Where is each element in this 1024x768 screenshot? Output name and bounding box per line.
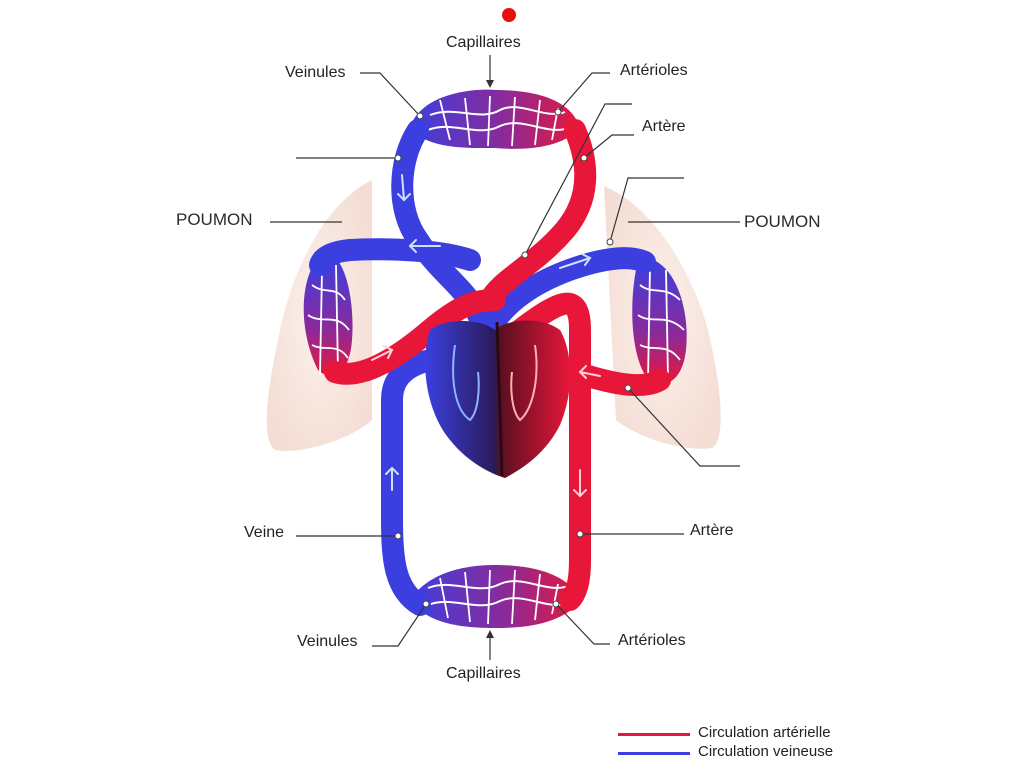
label-coeur-droit: COEUR DROIT xyxy=(425,479,468,509)
label-poumon-left: POUMON xyxy=(176,210,253,229)
label-arterioles-bottom: Artérioles xyxy=(618,632,686,649)
legend-venous-swatch xyxy=(618,752,690,755)
legend-venous-label: Circulation veineuse xyxy=(698,743,834,760)
label-veine: Veine xyxy=(244,524,285,541)
capillaires-bottom-arrowhead xyxy=(486,630,494,638)
leader-lines xyxy=(270,55,740,660)
right-lung-capillaries xyxy=(632,258,687,384)
legend-arterial-swatch xyxy=(618,733,690,736)
label-capillaires-bottom: Capillaires xyxy=(446,665,521,682)
bottom-capillary-bed xyxy=(410,565,582,628)
left-lung-capillaries xyxy=(303,258,353,376)
label-coeur-gauche-line2: GAUCHE xyxy=(503,494,555,508)
label-arterioles-top: Artérioles xyxy=(620,62,688,79)
arterial-vessels xyxy=(324,119,671,611)
legend-arterial-label: Circulation artérielle xyxy=(698,724,831,741)
heart xyxy=(425,320,571,478)
label-coeur-droit-line2: DROIT xyxy=(428,494,466,508)
label-coeur-gauche-line1: COEUR xyxy=(507,479,551,493)
flow-arrows-red xyxy=(371,345,601,498)
label-artere-top: Artère xyxy=(642,118,686,135)
red-indicator-dot xyxy=(502,8,516,22)
label-artere-bottom: Artère xyxy=(690,522,734,539)
label-veinules-bottom: Veinules xyxy=(297,633,358,650)
label-veinules-top: Veinules xyxy=(285,64,346,81)
label-poumon-right: POUMON xyxy=(744,212,821,231)
top-capillary-bed xyxy=(410,89,580,149)
label-capillaires-top: Capillaires xyxy=(446,34,521,51)
flow-arrows xyxy=(385,174,592,491)
label-coeur-gauche: COEUR GAUCHE xyxy=(503,479,554,509)
capillaires-top-arrowhead xyxy=(486,80,494,88)
junction-dots xyxy=(394,108,632,608)
label-coeur-droit-line1: COEUR xyxy=(425,479,469,493)
